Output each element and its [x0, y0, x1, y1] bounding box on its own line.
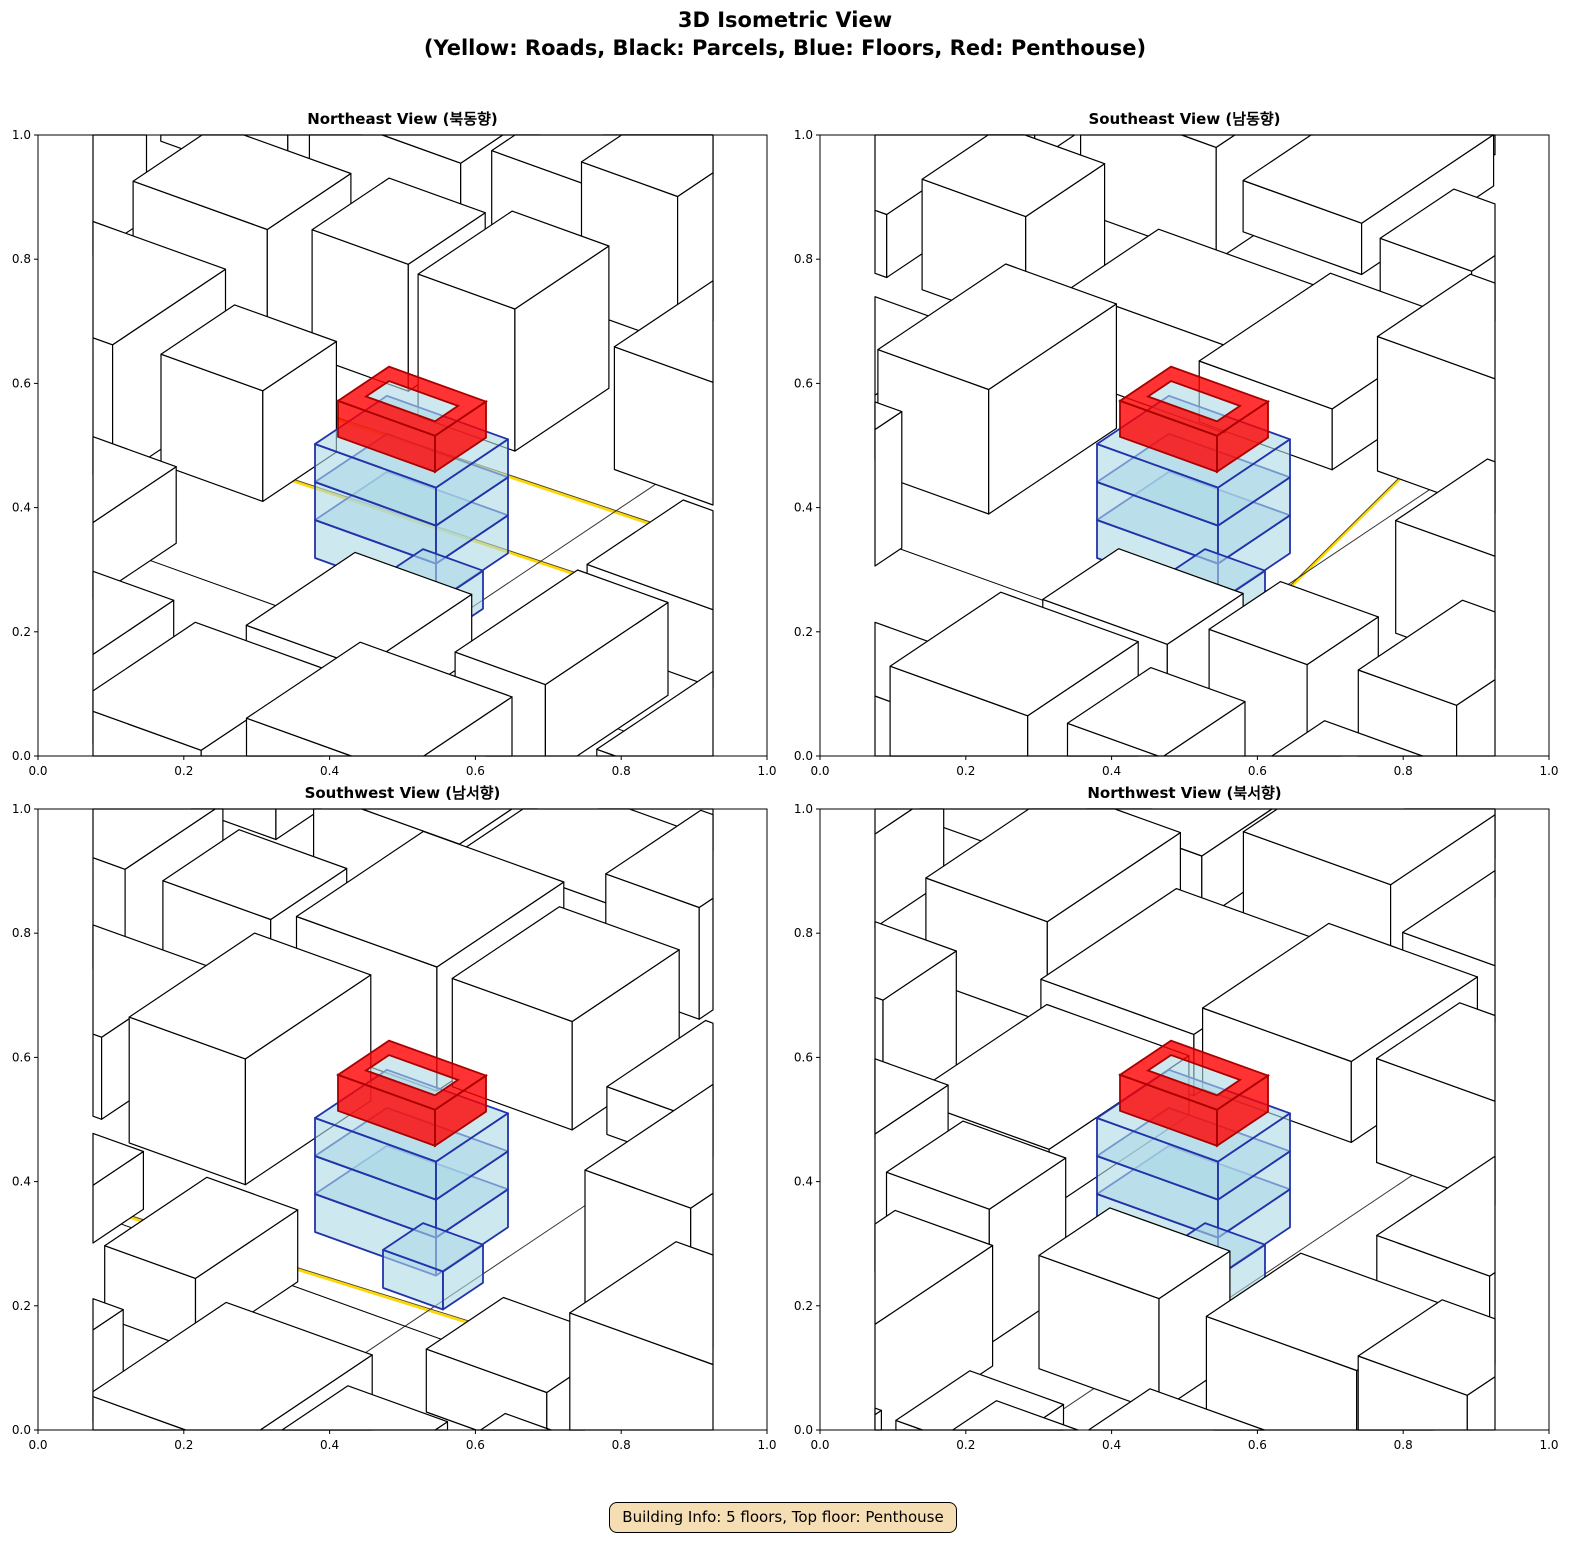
y-tick-label: 1.0	[794, 128, 813, 142]
parcel-building	[613, 280, 714, 506]
x-tick-label: 0.0	[810, 764, 829, 778]
parcel-building	[92, 436, 177, 600]
x-tick-label: 0.6	[466, 764, 485, 778]
y-tick-label: 0.0	[794, 749, 813, 763]
axes-frame	[819, 134, 1550, 757]
scene-content	[874, 808, 1496, 1431]
panel-title: Southwest View (남서향)	[304, 784, 501, 802]
y-tick-label: 0.8	[12, 252, 31, 266]
x-tick-label: 0.0	[28, 764, 47, 778]
x-tick-label: 0.4	[1102, 1438, 1121, 1452]
x-tick-label: 0.2	[956, 764, 975, 778]
x-tick-label: 1.0	[1539, 1438, 1558, 1452]
y-tick-label: 1.0	[12, 802, 31, 816]
x-tick-label: 1.0	[1539, 764, 1558, 778]
y-tick-label: 0.2	[794, 625, 813, 639]
panel-title: Southeast View (남동향)	[1088, 110, 1281, 128]
penthouse	[336, 1039, 488, 1148]
scene: 0.00.0 0.2 0.2 0.4 0.4 0.6 0.6 0.8 0.8 1.0 1.0	[794, 128, 1559, 778]
y-tick-label: 0.4	[12, 501, 31, 515]
x-tick-label: 1.0	[757, 1438, 776, 1452]
x-tick-label: 0.4	[1102, 764, 1121, 778]
panel-title: Northwest View (북서향)	[1087, 784, 1282, 802]
figure-title: 3D Isometric View (Yellow: Roads, Black:…	[0, 6, 1570, 62]
parcel-building	[580, 134, 714, 346]
y-tick-label: 0.6	[794, 376, 813, 390]
x-tick-label: 0.2	[956, 1438, 975, 1452]
axes-frame	[37, 134, 768, 757]
y-tick-label: 0.4	[794, 501, 813, 515]
penthouse	[1118, 365, 1270, 474]
floor-lower-wing	[382, 1222, 484, 1311]
parcel-building	[874, 1407, 883, 1431]
parcel-building	[874, 401, 903, 567]
y-tick-label: 0.6	[12, 376, 31, 390]
scene-content	[92, 808, 714, 1431]
y-tick-label: 0.6	[12, 1050, 31, 1064]
parcel-building	[1375, 1002, 1496, 1206]
y-tick-label: 0.6	[794, 1050, 813, 1064]
target-building	[314, 1039, 509, 1311]
x-tick-label: 0.0	[28, 1438, 47, 1452]
y-tick-label: 0.0	[12, 1423, 31, 1437]
x-tick-label: 0.4	[320, 1438, 339, 1452]
parcel-building	[92, 1132, 145, 1244]
parcel-building	[1376, 273, 1496, 514]
parcel-building	[245, 641, 513, 757]
y-tick-label: 0.8	[12, 926, 31, 940]
x-tick-label: 0.8	[1394, 1438, 1413, 1452]
axes-frame	[37, 808, 768, 1431]
scene-content	[92, 134, 714, 757]
x-tick-label: 0.2	[174, 764, 193, 778]
parcel-building	[1357, 599, 1496, 757]
parcel-building	[1357, 1299, 1496, 1431]
y-tick-label: 0.0	[794, 1423, 813, 1437]
x-tick-label: 0.6	[1248, 1438, 1267, 1452]
axes-frame	[819, 808, 1550, 1431]
x-tick-label: 0.6	[466, 1438, 485, 1452]
scene: 0.00.0 0.2 0.2 0.4 0.4 0.6 0.6 0.8 0.8 1.0 1.0	[12, 128, 777, 778]
parcel-building	[569, 1241, 714, 1431]
y-tick-label: 0.4	[12, 1175, 31, 1189]
penthouse	[1118, 1039, 1270, 1148]
y-tick-label: 0.8	[794, 252, 813, 266]
scene: 0.00.0 0.2 0.2 0.4 0.4 0.6 0.6 0.8 0.8 1.0 1.0	[12, 802, 777, 1452]
parcel-building	[889, 591, 1139, 757]
parcel-building	[1038, 1207, 1231, 1413]
title-line-2: (Yellow: Roads, Black: Parcels, Blue: Fl…	[423, 36, 1147, 60]
y-tick-label: 0.2	[12, 1299, 31, 1313]
y-tick-label: 0.4	[794, 1175, 813, 1189]
panel-title: Northeast View (북동향)	[307, 110, 498, 128]
x-tick-label: 0.4	[320, 764, 339, 778]
x-tick-label: 0.6	[1248, 764, 1267, 778]
building-info-box: Building Info: 5 floors, Top floor: Pent…	[609, 1502, 957, 1533]
scene-content	[874, 134, 1496, 757]
x-tick-label: 0.8	[612, 1438, 631, 1452]
y-tick-label: 0.2	[794, 1299, 813, 1313]
y-tick-label: 0.0	[12, 749, 31, 763]
y-tick-label: 0.8	[794, 926, 813, 940]
y-tick-label: 1.0	[794, 802, 813, 816]
x-tick-label: 0.8	[1394, 764, 1413, 778]
x-tick-label: 0.8	[612, 764, 631, 778]
parcel-building	[128, 932, 372, 1186]
y-tick-label: 1.0	[12, 128, 31, 142]
x-tick-label: 1.0	[757, 764, 776, 778]
penthouse	[336, 365, 488, 474]
parcel-building	[417, 210, 610, 452]
x-tick-label: 0.2	[174, 1438, 193, 1452]
scene: 0.00.0 0.2 0.2 0.4 0.4 0.6 0.6 0.8 0.8 1.0 1.0	[794, 802, 1559, 1452]
x-tick-label: 0.0	[810, 1438, 829, 1452]
parcel-building	[877, 263, 1117, 515]
y-tick-label: 0.2	[12, 625, 31, 639]
title-line-1: 3D Isometric View	[677, 8, 893, 32]
